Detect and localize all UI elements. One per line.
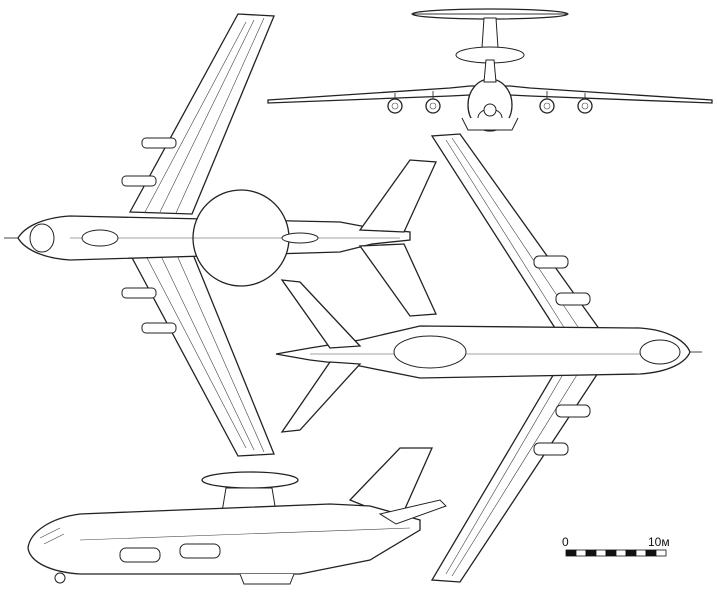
- front-view: [267, 8, 713, 132]
- scale-bar-segment: [575, 549, 587, 557]
- scale-bar-segment: [655, 549, 667, 557]
- top-view: [4, 13, 437, 457]
- scale-bar-segment: [585, 549, 597, 557]
- scale-bar-segment: [565, 549, 577, 557]
- scale-bar-segment: [605, 549, 617, 557]
- scale-bar-segments: [565, 549, 667, 557]
- scale-bar-start-label: 0: [562, 535, 569, 549]
- bottom-view: [275, 133, 702, 583]
- scale-bar-segment: [645, 549, 657, 557]
- scale-bar-segment: [615, 549, 627, 557]
- side-view: [27, 447, 447, 585]
- scale-bar-segment: [595, 549, 607, 557]
- scale-bar-segment: [635, 549, 647, 557]
- scale-bar-segment: [625, 549, 637, 557]
- scale-bar: 0 10м: [562, 535, 670, 557]
- scale-bar-end-label: 10м: [648, 535, 670, 549]
